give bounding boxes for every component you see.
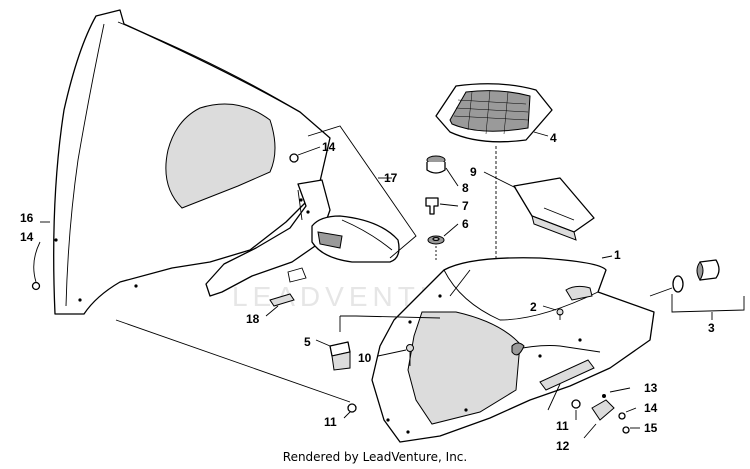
hood xyxy=(371,255,655,443)
callout-11-left: 11 xyxy=(324,415,337,429)
render-credit: Rendered by LeadVenture, Inc. xyxy=(282,450,468,464)
screw-icon xyxy=(556,308,564,320)
callout-14-top: 14 xyxy=(322,140,336,154)
callout-18: 18 xyxy=(246,312,260,326)
callout-4: 4 xyxy=(550,131,557,145)
vent-grille xyxy=(435,83,553,320)
callout-12: 12 xyxy=(556,439,570,453)
callout-7: 7 xyxy=(462,199,469,213)
callout-8: 8 xyxy=(462,181,469,195)
callout-10: 10 xyxy=(358,351,372,365)
latch-parts xyxy=(571,387,640,439)
mirror-group-bracket xyxy=(307,125,417,259)
callout-9: 9 xyxy=(470,165,477,179)
rivet-icon xyxy=(31,281,41,291)
callout-3: 3 xyxy=(708,321,715,335)
accessory-outlet xyxy=(649,259,745,320)
ignition-parts xyxy=(425,155,459,262)
mirror xyxy=(311,215,400,263)
callout-6: 6 xyxy=(462,217,469,231)
callout-16: 16 xyxy=(20,211,34,225)
screw-icon-10 xyxy=(377,344,414,366)
callout-5: 5 xyxy=(304,335,311,349)
nut-icon xyxy=(343,403,357,419)
windshield-bracket xyxy=(205,179,331,297)
callout-13: 13 xyxy=(644,381,658,395)
callout-1: 1 xyxy=(614,248,621,262)
grommet-icon xyxy=(289,153,299,163)
callout-14-right: 14 xyxy=(644,401,658,415)
windshield xyxy=(53,9,331,315)
switch-part xyxy=(315,339,351,371)
callout-17: 17 xyxy=(384,171,398,185)
callout-15: 15 xyxy=(644,421,658,435)
callout-14-left: 14 xyxy=(20,230,34,244)
callout-11-right: 11 xyxy=(556,419,569,433)
control-module xyxy=(483,171,595,241)
clip-part xyxy=(265,293,295,317)
callout-2: 2 xyxy=(530,300,537,314)
